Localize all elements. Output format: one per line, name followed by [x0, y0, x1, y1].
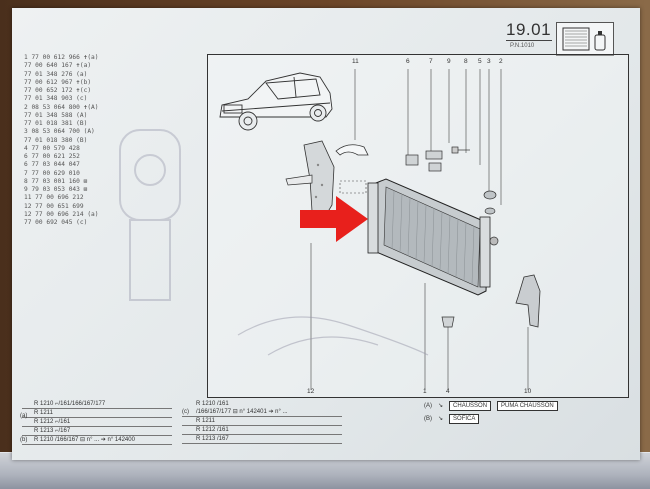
- parts-list-item: 1 77 00 612 966 ✝(a): [24, 54, 99, 61]
- part-10-bracket: [515, 274, 541, 328]
- parts-list-item: 12 77 00 651 699: [24, 202, 84, 210]
- parts-list-item: 7 77 00 629 010: [24, 169, 80, 177]
- legend-tag: (A): [424, 402, 432, 409]
- callout-11: 11: [352, 58, 359, 65]
- variant-row: R 1212 ⌐/161: [22, 418, 172, 427]
- variant-mark: (c): [182, 409, 189, 415]
- part-11-strap: [335, 144, 369, 156]
- legend-row-a: (A) ↘ CHAUSSON PUMA CHAUSSON: [424, 399, 604, 412]
- part-4-grommet: [441, 316, 455, 328]
- parts-list-item: 77 01 348 276 (a): [24, 70, 88, 78]
- parts-list-item: 6 77 03 044 047: [24, 161, 80, 169]
- page-number: 19.01: [506, 20, 552, 39]
- parts-list-item: 77 01 348 903 (c): [24, 95, 88, 103]
- leader-lines: [310, 69, 529, 390]
- callout-4: 4: [446, 388, 450, 395]
- variant-text: /166/167/177 ⊟ n° 142401 ➔ n° ...: [196, 409, 288, 415]
- variant-mark: (a): [20, 413, 28, 419]
- parts-list-item: 77 00 652 172 ✝(c): [24, 87, 92, 94]
- red-arrow-icon: [300, 196, 368, 242]
- callout-12: 12: [307, 388, 315, 395]
- variant-row: R 1213 ⌐/167: [22, 427, 172, 436]
- parts-list-item: 9 79 03 053 043 ⊠: [24, 186, 88, 193]
- parts-list-item: 6 77 00 621 252: [24, 153, 80, 160]
- catalog-page: [12, 8, 640, 460]
- callout-10: 10: [524, 388, 532, 395]
- parts-6-7-clips: [405, 150, 443, 172]
- supplier-label: CHAUSSON: [449, 400, 492, 411]
- parts-list-item: 77 00 640 167 ✝(a): [24, 62, 92, 70]
- callout-8: 8: [464, 58, 468, 65]
- page-number-underline: [506, 40, 552, 41]
- arrow-icon: ↘: [438, 403, 444, 409]
- legend-tag: (B): [424, 415, 432, 422]
- exploded-parts-diagram: 11 6 7 9 8 5 3 2 12 1 4 10: [207, 54, 629, 398]
- supplier-legend: (A) ↘ CHAUSSON PUMA CHAUSSON (B) ↘ SOFIC…: [424, 399, 604, 425]
- variant-row: (b) R 1210 /166/167 ⊟ n° ... ➔ n° 142400: [20, 436, 172, 445]
- variant-mark: (b): [20, 437, 28, 443]
- variant-row: R 1211: [182, 417, 342, 426]
- parts-list-item: 11 77 00 696 212: [24, 194, 84, 202]
- variant-text: R 1211: [34, 410, 53, 416]
- parts-list-item: 77 01 018 380 (B): [24, 136, 88, 144]
- callout-7: 7: [429, 58, 433, 65]
- variant-row: (a) R 1211: [20, 409, 172, 419]
- radiator-thumbnail-icon: [556, 22, 614, 56]
- parts-2-3-caps: [483, 190, 497, 215]
- part-9-screw: [451, 146, 470, 154]
- car-illustration: [219, 72, 333, 131]
- diagram-drawing: [219, 69, 541, 390]
- dashed-part-box: [339, 180, 367, 194]
- variant-row: R 1213 /167: [182, 435, 342, 444]
- callout-6: 6: [406, 58, 410, 65]
- parts-list-item: 4 77 00 579 428: [24, 144, 80, 152]
- faint-hose-lines: [237, 316, 429, 356]
- callout-9: 9: [447, 58, 451, 65]
- variant-row: R 1212 /161: [182, 426, 342, 435]
- legend-row-b: (B) ↘ SOFICA: [424, 412, 604, 425]
- parts-list-item: 8 77 03 001 160 ⊠: [24, 177, 88, 185]
- part-1-radiator: [367, 178, 499, 296]
- supplier-label: PUMA CHAUSSON: [497, 400, 558, 411]
- callout-2: 2: [499, 58, 503, 65]
- variant-row: (c) /166/167/177 ⊟ n° 142401 ➔ n° ...: [182, 408, 342, 417]
- vehicle-variants-mid: R 1210 /161 (c) /166/167/177 ⊟ n° 142401…: [182, 400, 342, 444]
- print-through-ghost: [119, 129, 181, 301]
- parts-list-item: 77 01 018 381 (B): [24, 120, 88, 127]
- parts-list-item: 12 77 00 696 214 (a): [24, 210, 99, 218]
- variant-text: R 1210 /166/167 ⊟ n° ... ➔ n° 142400: [34, 437, 135, 443]
- parts-list-item: 77 01 348 588 (A): [24, 111, 88, 119]
- parts-number-list: 1 77 00 612 966 ✝(a)77 00 640 167 ✝(a)77…: [24, 54, 136, 227]
- callout-1: 1: [423, 388, 427, 395]
- parts-list-item: 77 00 612 967 ✝(b): [24, 78, 92, 86]
- pn-code: P.N.1010: [510, 43, 535, 49]
- callout-3: 3: [487, 58, 491, 65]
- parts-list-item: 3 08 53 064 700 (A): [24, 128, 95, 136]
- parts-list-item: 77 00 692 045 (c): [24, 219, 88, 226]
- parts-list-item: 2 08 53 064 800 ✝(A): [24, 103, 99, 111]
- part-12-mounting-plate: [285, 140, 335, 216]
- variant-row: R 1210 /161: [196, 401, 229, 407]
- vehicle-variants-left: R 1210 ⌐/161/166/167/177 (a) R 1211 R 12…: [20, 400, 172, 445]
- arrow-icon: ↘: [438, 416, 444, 422]
- supplier-label: SOFICA: [449, 413, 480, 424]
- callout-5: 5: [478, 58, 482, 65]
- variant-row: R 1210 ⌐/161/166/167/177: [22, 400, 172, 409]
